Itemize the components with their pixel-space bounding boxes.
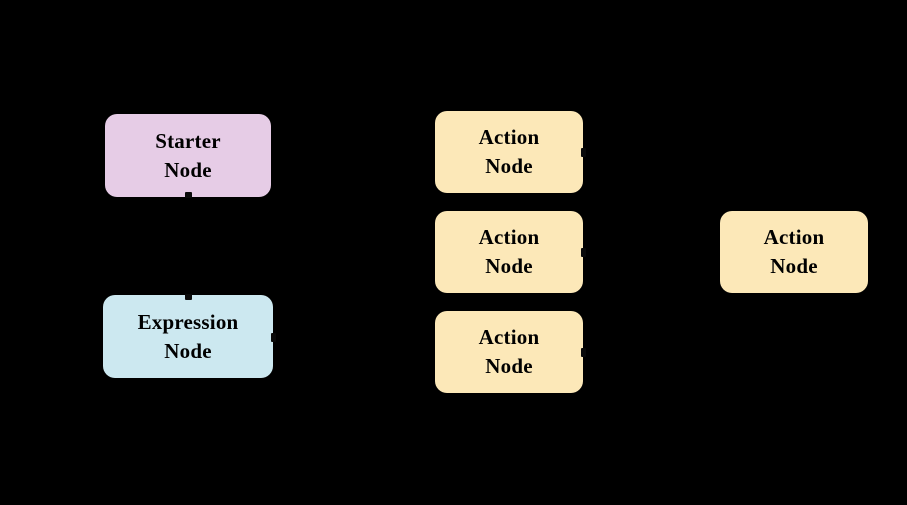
node-label-line1: Starter (155, 128, 221, 153)
action-2-output-port[interactable] (581, 248, 586, 257)
node-starter[interactable]: Starter Node (105, 114, 271, 197)
node-action-4[interactable]: Action Node (720, 211, 868, 293)
node-label-line2: Node (485, 154, 533, 178)
node-label-line2: Node (485, 354, 533, 378)
node-label-line1: Action (763, 225, 825, 250)
action-1-output-port[interactable] (581, 148, 586, 157)
node-expression[interactable]: Expression Node (103, 295, 273, 378)
node-action-2[interactable]: Action Node (435, 211, 583, 293)
node-label-line2: Node (164, 157, 212, 182)
node-label-line2: Node (164, 338, 212, 363)
expression-input-port[interactable] (185, 294, 192, 300)
node-label-line1: Expression (137, 309, 239, 334)
node-label-line2: Node (485, 254, 533, 278)
node-label-line1: Action (478, 225, 540, 250)
node-action-1[interactable]: Action Node (435, 111, 583, 193)
expression-output-port[interactable] (271, 332, 276, 342)
node-label-line1: Action (478, 325, 540, 350)
node-action-3[interactable]: Action Node (435, 311, 583, 393)
action-3-output-port[interactable] (581, 348, 586, 357)
node-label-line1: Action (478, 125, 540, 150)
node-label-line2: Node (770, 254, 818, 278)
starter-output-port[interactable] (185, 192, 192, 198)
